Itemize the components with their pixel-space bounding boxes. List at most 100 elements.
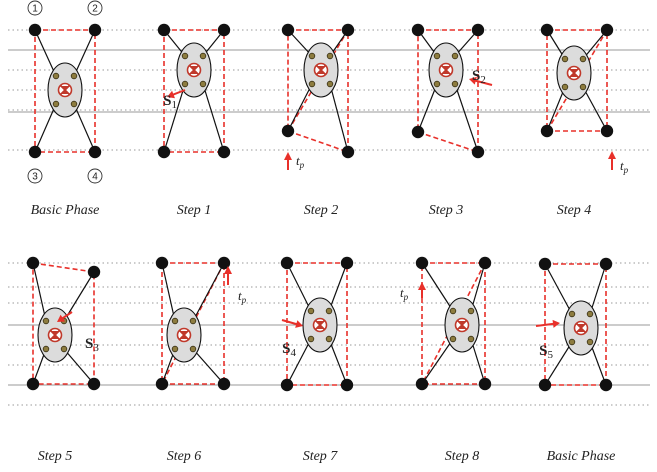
shift-label: S5 — [539, 343, 553, 361]
leg-link — [470, 338, 486, 385]
gait-panel: Step 4tp — [540, 23, 629, 218]
leg-link — [34, 103, 57, 153]
leg-joint — [326, 52, 334, 60]
leg-number-text: 3 — [32, 172, 38, 183]
shift-arrowhead — [469, 76, 477, 85]
foot — [340, 256, 354, 270]
leg-link — [589, 263, 607, 315]
leg-number-circle — [27, 168, 43, 184]
leg-number-circle — [87, 0, 103, 16]
leg-number-text: 1 — [32, 4, 38, 15]
leg-link — [546, 86, 566, 132]
leg-number-3: 3 — [27, 168, 43, 184]
foot — [87, 265, 101, 279]
leg-link — [192, 262, 225, 322]
shift-arrow — [60, 311, 73, 321]
leg-link — [63, 348, 95, 385]
lift-label: tp — [296, 153, 305, 170]
leg-link — [192, 348, 225, 385]
support-polygon — [32, 262, 95, 385]
step-caption: Step 1 — [177, 203, 212, 218]
foot — [540, 124, 554, 138]
leg-joint — [307, 335, 315, 343]
step-caption: Basic Phase — [547, 449, 616, 464]
gait-panel: Step 3S2 — [411, 23, 493, 218]
leg-link — [417, 83, 438, 133]
foot — [471, 23, 485, 37]
leg-link — [421, 338, 454, 385]
foot — [217, 23, 231, 37]
leg-link — [454, 83, 479, 153]
lift-arrowhead — [608, 151, 616, 159]
step-caption: Step 7 — [303, 449, 339, 464]
leg-joint — [433, 80, 441, 88]
leg-joint — [568, 338, 576, 346]
leg-joint — [181, 80, 189, 88]
foot — [217, 377, 231, 391]
leg-joint — [199, 52, 207, 60]
leg-joint — [325, 335, 333, 343]
leg-number-circle — [87, 168, 103, 184]
shift-label: S4 — [282, 341, 296, 359]
cross-fill — [51, 331, 59, 339]
gait-panel: Step 6 tp — [155, 256, 247, 464]
leg-joint — [181, 52, 189, 60]
lift-label: tp — [620, 158, 629, 175]
leg-joint — [42, 317, 50, 325]
cross-fill — [190, 66, 198, 74]
leg-link — [286, 262, 312, 312]
lift-arrowhead — [224, 266, 232, 274]
leg-joint — [52, 100, 60, 108]
leg-link — [161, 262, 176, 322]
leg-link — [328, 338, 348, 386]
gait-panel: Step 2 tp — [281, 23, 355, 218]
cross-fill — [458, 321, 466, 329]
leg-link — [421, 262, 454, 312]
shift-arrowhead — [295, 320, 303, 328]
step-caption: Step 2 — [304, 203, 339, 218]
shift-arrowhead — [57, 314, 66, 322]
leg-joint — [326, 80, 334, 88]
leg-number-1: 1 — [27, 0, 43, 16]
step-caption: Step 6 — [167, 449, 202, 464]
leg-joint — [586, 338, 594, 346]
leg-joint — [467, 335, 475, 343]
shift-label: S1 — [163, 93, 177, 111]
leg-link — [163, 83, 186, 153]
foot — [411, 125, 425, 139]
shift-arrow — [171, 89, 186, 97]
leg-joint — [451, 52, 459, 60]
lift-label: tp — [238, 288, 247, 305]
support-polygon — [163, 29, 225, 153]
leg-joint — [307, 307, 315, 315]
foot — [599, 257, 613, 271]
foot — [281, 23, 295, 37]
foot — [599, 378, 613, 392]
foot — [28, 145, 42, 159]
lift-label: tp — [400, 285, 409, 302]
foot — [157, 145, 171, 159]
foot — [217, 256, 231, 270]
step-caption: Basic Phase — [31, 203, 100, 218]
foot — [415, 256, 429, 270]
foot — [88, 23, 102, 37]
foot — [155, 256, 169, 270]
shift-arrowhead — [167, 90, 175, 99]
shift-arrowhead — [552, 319, 560, 328]
foot — [341, 23, 355, 37]
cross-fill — [61, 86, 69, 94]
support-polygon — [544, 263, 607, 386]
leg-joint — [171, 345, 179, 353]
shift-arrow — [473, 79, 493, 86]
leg-joint — [561, 55, 569, 63]
leg-joint — [568, 310, 576, 318]
cross-fill — [316, 321, 324, 329]
support-polygon — [286, 262, 348, 386]
leg-number-text: 4 — [92, 172, 98, 183]
foot — [87, 377, 101, 391]
gait-panel: Basic Phase S5 — [535, 257, 616, 464]
lift-arrowhead — [284, 152, 292, 160]
lift-arrowhead — [418, 282, 426, 290]
leg-link — [32, 262, 47, 322]
